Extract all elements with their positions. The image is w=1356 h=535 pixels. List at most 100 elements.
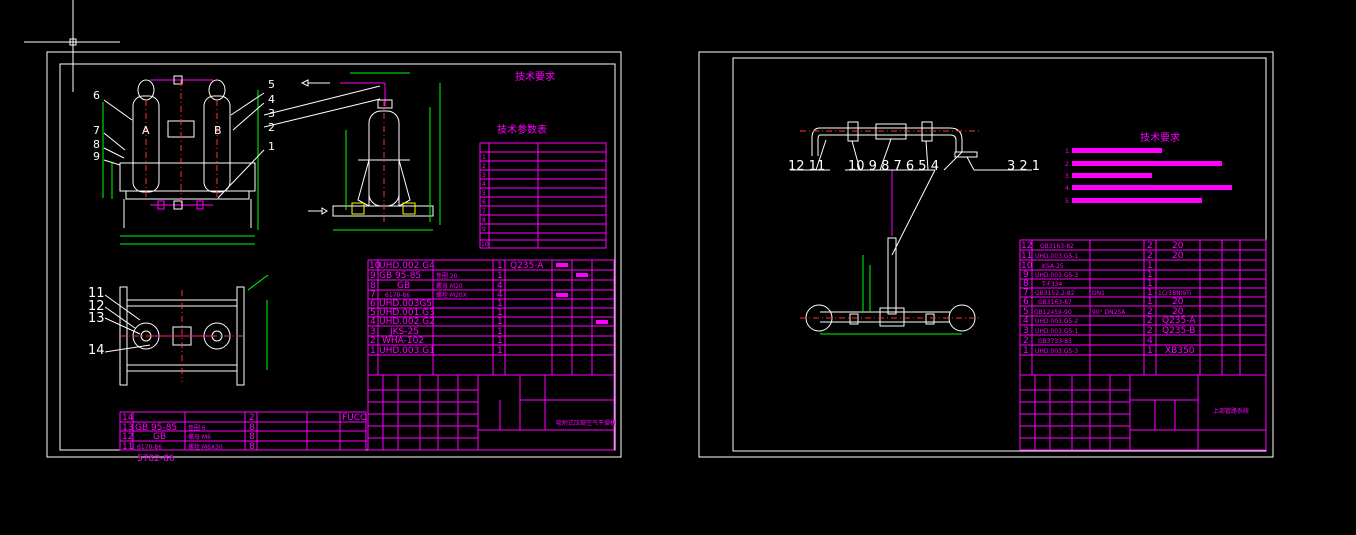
bom-no-9: 9 [370,271,376,281]
bom-no-10: 10 [369,261,381,271]
small-bom-name-13: 垫圈 6 [188,424,206,432]
tech-parameter-table-title: 技术参数表 [497,123,547,136]
callout-7: 7 [93,124,100,137]
left-drawing-title: 吸附式压缩空气干燥机 [556,419,616,427]
right-callouts-left: 12 11 [788,159,825,174]
bom-name-7: 螺栓 M20X [436,291,467,299]
right-sheet: 12 11 10 9 8 7 6 5 4 3 2 1 技术要求 1. 2. 3.… [698,51,1274,458]
bom-qty-10: 1 [497,261,503,271]
vessel-label-b: B [214,124,222,137]
r-bom-qty-3: 2 [1147,326,1153,336]
bom-qty-8: 4 [497,281,503,291]
param-row-4: 4 [482,181,486,188]
param-row-8: 8 [482,217,486,224]
bom-qty-6: 1 [497,299,503,309]
bom-code-2: WHA-102 [382,336,424,346]
param-row-2: 2 [482,163,486,170]
r-bom-qty-2: 4 [1147,336,1153,346]
r-bom-mat-12: 20 [1172,241,1184,251]
small-bom-note: 5782-86 [137,454,175,464]
callout-11: 11 [88,286,105,301]
bom-qty-1: 1 [497,346,503,356]
r-bom-no-10: 10 [1021,261,1033,271]
r-bom-code-5: GB12459-90 [1034,309,1072,316]
plan-view-dryer: 11 12 13 14 [88,274,269,386]
right-tech-requirements-title: 技术要求 [1140,131,1180,144]
right-note-2: 2. [1065,161,1071,168]
r-bom-qty-5: 2 [1147,307,1153,317]
r-bom-qty-7: 1 [1147,288,1153,298]
r-bom-code-10: KSA-25 [1042,263,1064,270]
right-note-4: 4. [1065,185,1071,192]
r-bom-no-12: 12 [1021,241,1032,251]
right-sheet-border [698,51,1274,458]
bom-name-9: 垫圈 20 [436,272,458,280]
small-bom-qty-11: 8 [249,442,255,452]
right-callouts-middle: 10 9 8 7 6 5 4 [848,159,939,174]
small-bom-code-12: GB [153,432,166,442]
r-bom-no-11: 11 [1021,251,1032,261]
r-bom-no-7: 7 [1023,288,1029,298]
r-bom-mat-6: 20 [1172,297,1184,307]
small-bom-no-13: 13 [122,423,133,433]
bom-qty-7: 4 [497,290,503,300]
small-bom-name-12: 螺母 M6 [188,433,211,441]
bom-code-10: UHD.002.G4 [379,261,435,271]
r-bom-qty-8: 1 [1147,279,1153,289]
bom-code-1: UHD.003.G1 [379,346,435,356]
right-tech-requirements: 技术要求 1. 2. 3. 4. 5. [1065,131,1232,205]
r-bom-code-12: GB3163-82 [1040,243,1074,250]
bom-code-5: UHD.001.G3 [379,308,435,318]
small-bom-no-11: 11 [122,442,133,452]
r-bom-mat-1: XB350 [1165,346,1195,356]
bom-name-8: 螺母 M20 [436,282,463,290]
small-bom-mat-14: FUCO [342,413,367,423]
bom-no-2: 2 [370,336,376,346]
bom-code-4: UHD.002.G2 [379,317,435,327]
left-bom-table: 10 UHD.002.G4 1 Q235-A 9 GB 95-85 垫圈 20 … [367,259,615,376]
r-bom-qty-11: 2 [1147,251,1153,261]
right-callouts-right: 3 2 1 [1007,159,1040,174]
r-bom-code-1: UHD.003.G5-3 [1035,348,1078,355]
small-bom-no-12: 12 [122,432,133,442]
param-row-1: 1 [482,154,486,161]
left-sheet-border [46,51,622,458]
r-bom-no-5: 5 [1023,307,1029,317]
r-bom-qty-4: 2 [1147,316,1153,326]
small-bom-name-11: 螺栓 M6X30 [188,443,223,451]
bom-code-9: GB 95-85 [379,271,421,281]
callout-4: 4 [268,93,275,106]
bom-qty-3: 1 [497,327,503,337]
right-sheet-inner-frame [732,57,1267,452]
side-view-dryer [300,72,441,231]
callout-14: 14 [88,343,105,358]
r-bom-no-4: 4 [1023,316,1029,326]
pipe-system-drawing: 12 11 10 9 8 7 6 5 4 3 2 1 [788,121,1040,335]
r-bom-qty-10: 1 [1147,261,1153,271]
param-row-5: 5 [482,190,486,197]
bom-qty-5: 1 [497,308,503,318]
small-bom-qty-14: 2 [249,413,255,423]
right-drawing-title: 上部管路系统 [1213,407,1249,415]
small-bom-no-14: 14 [122,413,134,423]
callout-13: 13 [88,311,105,326]
callout-12: 12 [88,299,105,314]
r-bom-code-4: UHD.003.G5-2 [1035,318,1078,325]
r-bom-no-9: 9 [1023,270,1029,280]
r-bom-name-7: DN1 [1092,290,1105,297]
r-bom-mat-4: Q235-A [1162,316,1196,326]
callout-1: 1 [268,140,275,153]
param-row-10: 10 [481,241,489,248]
r-bom-qty-6: 1 [1147,297,1153,307]
r-bom-no-3: 3 [1023,326,1029,336]
callout-2: 2 [268,121,275,134]
bom-code-7: 6170-86 [385,292,410,299]
callout-9: 9 [93,150,100,163]
bom-no-7: 7 [370,290,376,300]
right-note-1: 1. [1065,148,1071,155]
small-bom-qty-12: 8 [249,432,255,442]
r-bom-code-9: UHD.003.G5-3 [1035,272,1078,279]
crosshair-cursor-icon [24,0,120,92]
r-bom-mat-5: 20 [1172,307,1184,317]
